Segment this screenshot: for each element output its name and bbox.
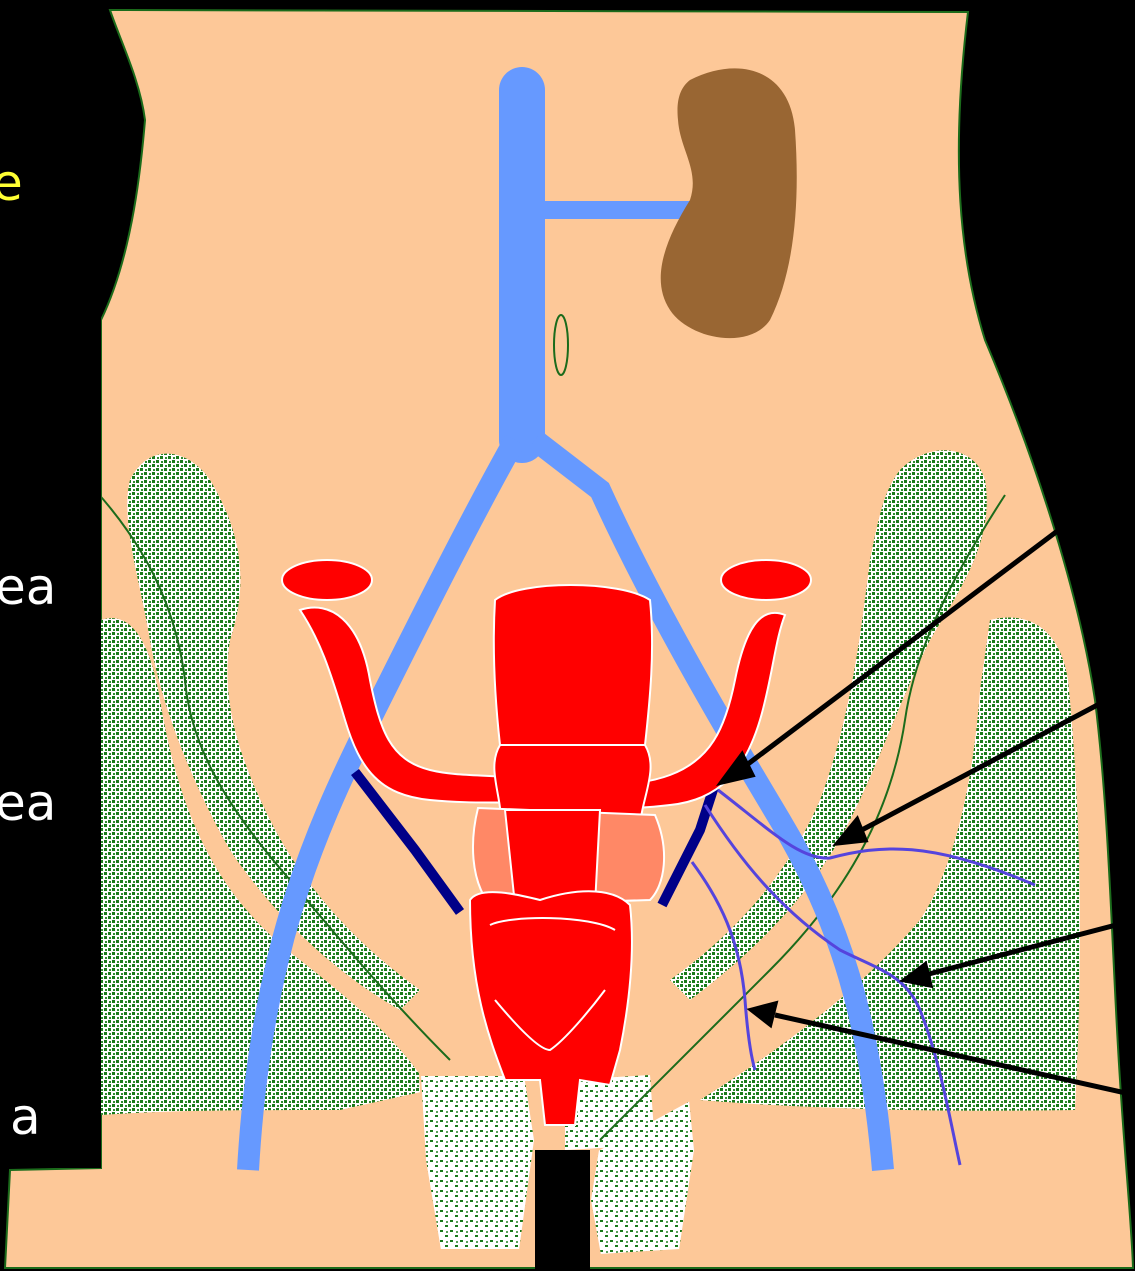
left-thigh-block xyxy=(420,1075,535,1250)
left-label-panel: e ea ea a xyxy=(0,0,101,1168)
uterus-icon xyxy=(494,585,652,745)
clipped-label-2: ea xyxy=(0,562,56,612)
right-ovary-icon xyxy=(721,560,811,600)
clipped-label-4: a xyxy=(10,1092,41,1142)
clipped-label-1: e xyxy=(0,158,23,208)
clipped-label-3: ea xyxy=(0,778,56,828)
left-ovary-icon xyxy=(282,560,372,600)
crotch-gap xyxy=(535,1150,590,1270)
